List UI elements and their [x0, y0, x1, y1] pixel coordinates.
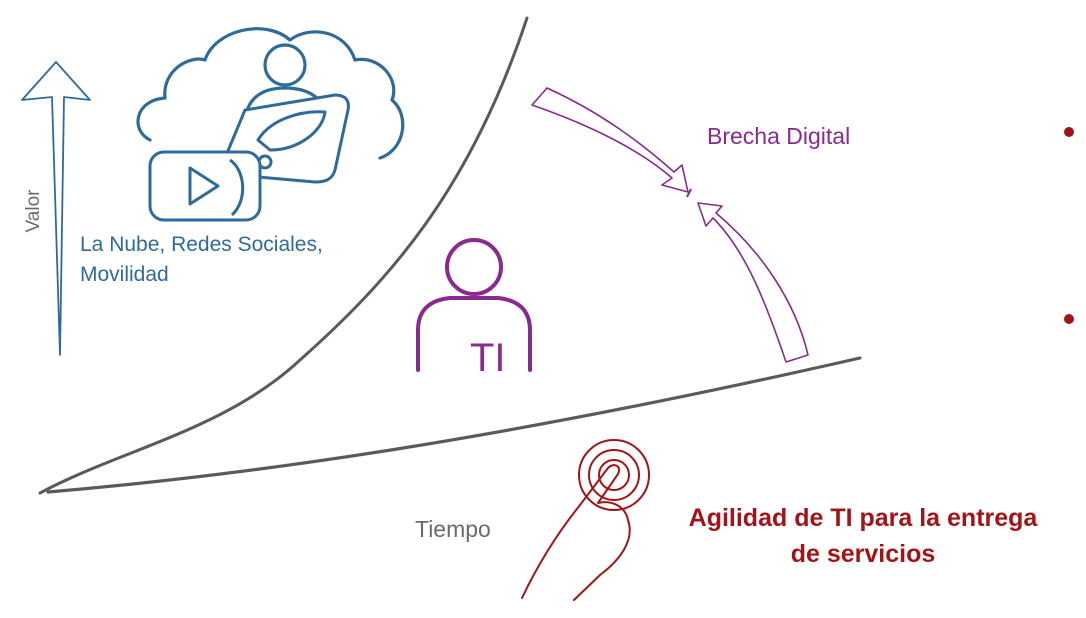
bullet-marker [1064, 127, 1074, 137]
bullet-marker [1064, 314, 1074, 324]
technology-label-line2: Movilidad [80, 263, 169, 286]
up-arrow-icon [21, 61, 91, 356]
x-axis-label: Tiempo [415, 516, 491, 542]
agility-label-line2: de servicios [790, 540, 936, 568]
technology-curve [38, 16, 529, 495]
agility-label-line1: Agilidad de TI para la entrega [688, 504, 1038, 532]
cloud-icon [136, 27, 405, 160]
digital-gap-label: Brecha Digital [707, 123, 851, 149]
person-icon [416, 238, 532, 372]
technology-label-line1: La Nube, Redes Sociales, [80, 233, 323, 256]
it-label: TI [470, 336, 506, 380]
technology-label: La Nube, Redes Sociales, Movilidad [80, 230, 323, 290]
gap-marker [686, 188, 692, 198]
curved-arrow-icon [697, 202, 809, 363]
y-axis-label: Valor [23, 189, 44, 233]
agility-label: Agilidad de TI para la entrega de servic… [628, 500, 1086, 572]
touch-hand-icon [521, 439, 650, 601]
it-curve [46, 356, 862, 494]
video-play-icon [148, 150, 262, 222]
curved-arrow-icon [531, 87, 689, 193]
